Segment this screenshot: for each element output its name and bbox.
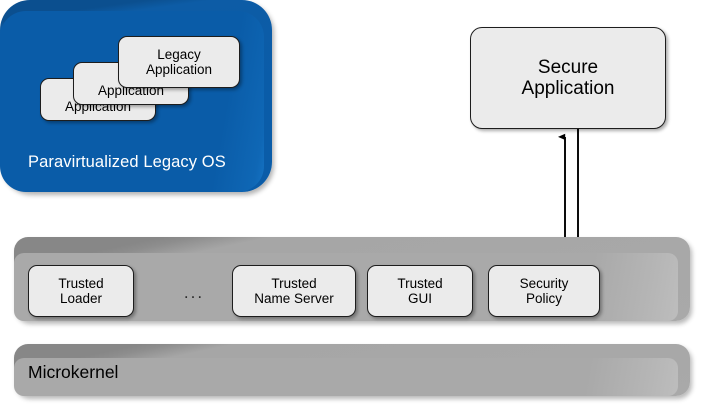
trusted-loader-label: Trusted Loader <box>58 276 103 306</box>
security-policy-box[interactable]: Security Policy <box>488 265 600 317</box>
paravirtualized-legacy-os-label: Paravirtualized Legacy OS <box>28 153 226 171</box>
trusted-name-server-label: Trusted Name Server <box>254 276 334 306</box>
trusted-loader-label-line1: Trusted <box>58 275 104 291</box>
legacy-application-label-3-line1: Legacy <box>157 46 201 62</box>
security-policy-label: Security Policy <box>520 276 569 306</box>
microkernel-layer <box>14 344 690 396</box>
services-ellipsis: ... <box>183 283 205 302</box>
trusted-gui-label: Trusted GUI <box>397 276 442 306</box>
legacy-application-box-3[interactable]: Legacy Application <box>118 36 240 88</box>
trusted-gui-label-line2: GUI <box>407 291 432 306</box>
secure-application-box[interactable]: Secure Application <box>470 27 666 129</box>
legacy-application-label-3-line2: Application <box>145 62 213 77</box>
trusted-gui-label-line1: Trusted <box>397 275 443 291</box>
secure-application-label-line2: Application <box>521 78 615 99</box>
trusted-gui-box[interactable]: Trusted GUI <box>367 265 473 317</box>
security-policy-label-line1: Security <box>519 275 569 291</box>
security-policy-label-line2: Policy <box>525 291 562 306</box>
trusted-loader-box[interactable]: Trusted Loader <box>28 265 134 317</box>
trusted-name-server-label-line2: Name Server <box>254 291 334 306</box>
legacy-application-label-3: Legacy Application <box>146 47 212 77</box>
secure-application-label-line1: Secure <box>537 56 599 78</box>
microkernel-label: Microkernel <box>28 362 119 382</box>
trusted-name-server-box[interactable]: Trusted Name Server <box>232 265 356 317</box>
secure-application-label: Secure Application <box>522 57 615 100</box>
microkernel-slab-front-face <box>14 358 678 396</box>
trusted-loader-label-line2: Loader <box>59 291 103 306</box>
trusted-name-server-label-line1: Trusted <box>271 275 317 291</box>
